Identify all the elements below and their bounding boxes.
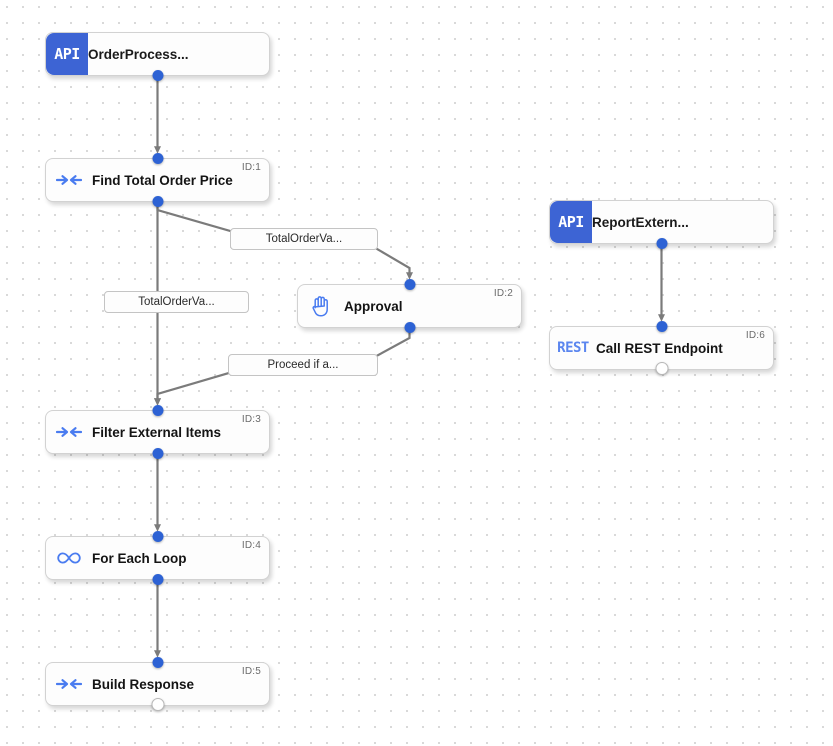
node-id-tag: ID:5 — [241, 666, 261, 677]
output-port[interactable] — [152, 574, 163, 585]
node-label: Build Response — [92, 676, 195, 692]
transform-merge-icon — [46, 159, 92, 201]
edge-label-text: TotalOrderVa... — [265, 233, 343, 245]
node-id-tag: ID:1 — [241, 162, 261, 173]
node-filter-external-items[interactable]: Filter External Items ID:3 — [45, 405, 270, 459]
node-build-response[interactable]: Build Response ID:5 — [45, 657, 270, 711]
node-label: Approval — [344, 298, 403, 314]
node-find-total-order-price[interactable]: Find Total Order Price ID:1 — [45, 153, 270, 207]
output-port[interactable] — [152, 448, 163, 459]
edge-label-total-order-va-2[interactable]: TotalOrderVa... — [104, 291, 249, 313]
node-order-process[interactable]: API OrderProcess... — [45, 32, 270, 81]
output-port[interactable] — [152, 196, 163, 207]
output-port[interactable] — [655, 362, 668, 375]
node-id-tag: ID:4 — [241, 540, 261, 551]
output-port[interactable] — [151, 698, 164, 711]
transform-merge-icon — [46, 411, 92, 453]
node-for-each-loop[interactable]: For Each Loop ID:4 — [45, 531, 270, 585]
node-approval[interactable]: Approval ID:2 — [297, 279, 522, 333]
input-port[interactable] — [656, 321, 667, 332]
edge-label-text: Proceed if a... — [267, 359, 339, 371]
input-port[interactable] — [404, 279, 415, 290]
node-label: For Each Loop — [92, 550, 187, 566]
edge-label-total-order-va-1[interactable]: TotalOrderVa... — [230, 228, 378, 250]
output-port[interactable] — [404, 322, 415, 333]
node-label: Find Total Order Price — [92, 172, 233, 188]
transform-merge-icon — [46, 663, 92, 705]
node-label: OrderProcess... — [88, 46, 189, 62]
node-id-tag: ID:6 — [745, 330, 765, 341]
input-port[interactable] — [152, 531, 163, 542]
node-report-extern[interactable]: API ReportExtern... — [549, 200, 774, 249]
node-label: Call REST Endpoint — [596, 340, 723, 356]
edge-label-proceed-if-a[interactable]: Proceed if a... — [228, 354, 378, 376]
api-badge-icon: API — [46, 33, 88, 75]
rest-badge-icon: REST — [557, 340, 589, 356]
raised-hand-icon — [298, 285, 344, 327]
node-id-tag: ID:2 — [493, 288, 513, 299]
output-port[interactable] — [656, 238, 667, 249]
infinity-loop-icon — [46, 537, 92, 579]
node-label: ReportExtern... — [592, 214, 689, 230]
node-call-rest-endpoint[interactable]: REST Call REST Endpoint ID:6 — [549, 321, 774, 375]
input-port[interactable] — [152, 657, 163, 668]
node-label: Filter External Items — [92, 424, 222, 440]
input-port[interactable] — [152, 405, 163, 416]
input-port[interactable] — [152, 153, 163, 164]
api-badge-icon: API — [550, 201, 592, 243]
edge-label-text: TotalOrderVa... — [138, 296, 215, 308]
node-id-tag: ID:3 — [241, 414, 261, 425]
output-port[interactable] — [152, 70, 163, 81]
